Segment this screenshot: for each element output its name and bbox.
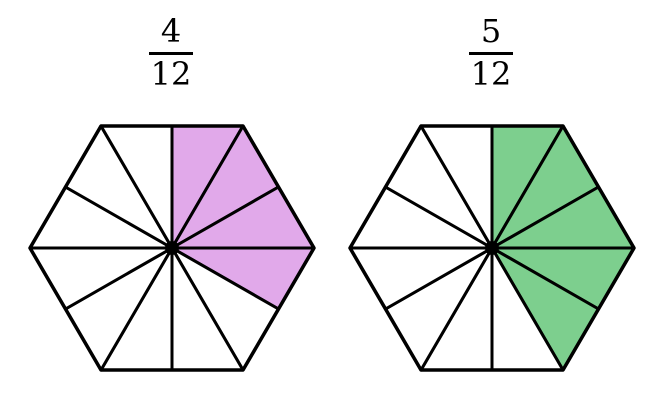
fraction-numerator: 5 [480,12,502,50]
center-point [165,241,179,255]
hexagon-figure-left: 4 12 [28,14,316,372]
partitioned-hexagon [28,124,316,372]
hexagon-outline [348,124,636,372]
fraction-label: 4 12 [126,14,216,91]
fraction-numerator: 4 [160,12,182,50]
fraction-denominator: 12 [150,55,192,93]
partitioned-hexagon [348,124,636,372]
center-point [485,241,499,255]
hexagon-outline [28,124,316,372]
fraction-bar [149,52,193,55]
fraction-bar [469,52,513,55]
fraction-denominator: 12 [470,55,512,93]
hexagon-figure-right: 5 12 [320,0,656,404]
fraction-label: 5 12 [446,14,536,91]
